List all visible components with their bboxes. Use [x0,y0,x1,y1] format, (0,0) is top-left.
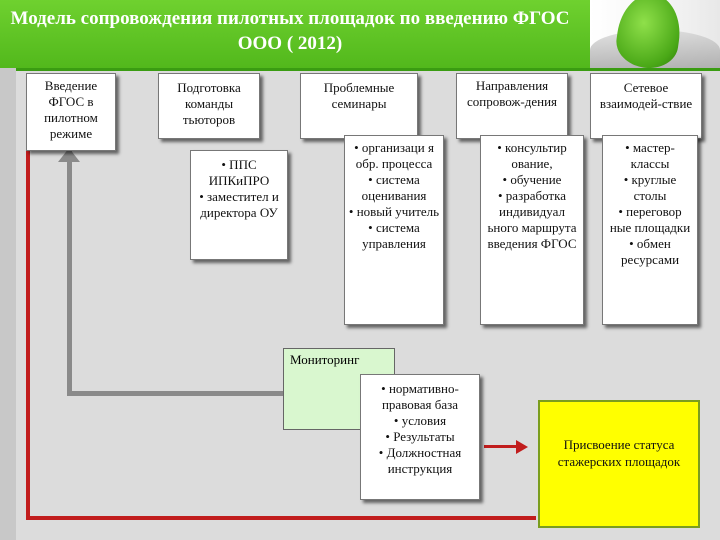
tutors-details: • ППС ИПКиПРО • заместител и директора О… [190,150,288,260]
box-problem-seminars: Проблемные семинары [300,73,418,139]
header-divider [0,68,720,71]
box-tutor-training: Подготовка команды тьюторов [158,73,260,139]
status-assignment-box: Присвоение статуса стажерских площадок [538,400,700,528]
seminars-item: • организаци я обр. процесса [354,140,434,171]
box-support-directions-label: Направления сопровож-дения [466,78,558,109]
grey-arrow-head [58,148,80,162]
directions-item: • консультир ование, [497,140,567,171]
red-connector-horizontal [26,516,536,520]
network-item: • обмен ресурсами [620,236,680,267]
leaf-decoration [590,0,720,68]
seminars-item: • система оценивания [361,172,427,203]
tutors-item: • заместител и директора ОУ [199,189,279,220]
arrow-to-status [516,440,528,454]
box-tutor-training-label: Подготовка команды тьюторов [177,80,241,127]
monitoring-item: • Должностная инструкция [378,445,462,476]
monitoring-item: • условия [393,413,447,428]
network-item: • переговор ные площадки [609,204,691,235]
box-support-directions: Направления сопровож-дения [456,73,568,139]
network-item: • круглые столы [623,172,677,203]
left-margin-bar [0,68,16,540]
grey-connector-horizontal [67,391,283,396]
network-item: • мастер-классы [625,140,675,171]
grey-connector-vertical [67,150,72,396]
tutors-item: • ППС ИПКиПРО [208,157,270,188]
slide-title: Модель сопровождения пилотных площадок п… [10,8,570,54]
red-connector-vertical [26,150,30,520]
monitoring-item: • Результаты [385,429,455,444]
monitoring-item: • нормативно-правовая база [381,381,459,412]
directions-details: • консультир ование, • обучение • разраб… [480,135,584,325]
monitoring-details: • нормативно-правовая база • условия • Р… [360,374,480,500]
seminars-details: • организаци я обр. процесса • система о… [344,135,444,325]
network-details: • мастер-классы • круглые столы • перего… [602,135,698,325]
seminars-item: • система управления [362,220,426,251]
box-pilot-introduction: Введение ФГОС в пилотном режиме [26,73,116,151]
directions-item: • обучение [502,172,562,187]
box-network-interaction: Сетевое взаимодей-ствие [590,73,702,139]
seminars-item: • новый учитель [348,204,440,219]
directions-item: • разработка индивидуал ьного маршрута в… [487,188,577,251]
box-network-interaction-label: Сетевое взаимодей-ствие [599,80,693,111]
box-pilot-introduction-label: Введение ФГОС в пилотном режиме [44,78,98,141]
status-assignment-label: Присвоение статуса стажерских площадок [557,437,681,469]
monitoring-title: Мониторинг [290,352,360,367]
monitoring-to-status-line [484,445,518,448]
box-problem-seminars-label: Проблемные семинары [323,80,395,111]
